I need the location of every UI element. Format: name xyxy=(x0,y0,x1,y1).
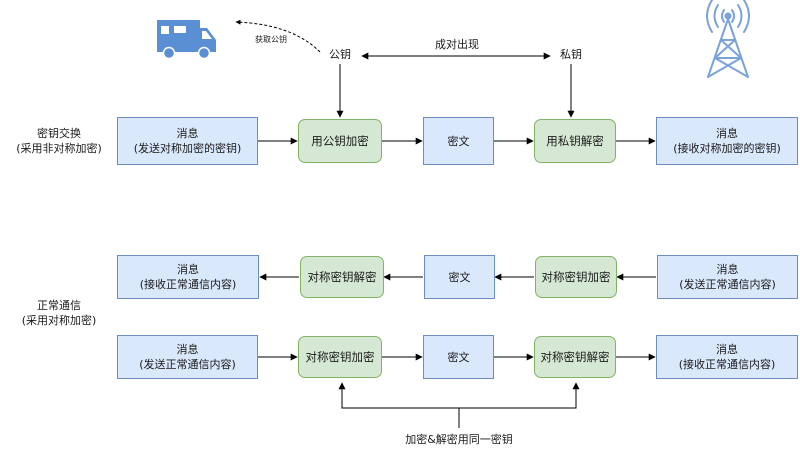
section-title-key-exchange: 密钥交换 (采用非对称加密) xyxy=(0,126,118,156)
node-r2-symmetric-encrypt-label: 对称密钥加密 xyxy=(305,349,375,364)
node-r1-symmetric-decrypt: 对称密钥解密 xyxy=(300,256,384,298)
node-r1-receive-message-line2: (接收正常通信内容) xyxy=(139,278,237,291)
node-r2-receive-message: 消息 (接收正常通信内容) xyxy=(656,335,798,379)
node-r1-send-message: 消息 (发送正常通信内容) xyxy=(657,255,798,299)
node-send-symmetric-key-message-line2: (发送对称加密的密钥) xyxy=(133,142,242,155)
node-r1-send-message-line2: (发送正常通信内容) xyxy=(679,278,776,291)
node-r1-receive-message: 消息 (接收正常通信内容) xyxy=(117,255,259,299)
node-decrypt-with-private-key: 用私钥解密 xyxy=(534,119,616,163)
radio-tower-icon xyxy=(706,0,750,78)
node-r1-receive-message-line1: 消息 xyxy=(177,263,199,276)
node-ciphertext-exchange-label: 密文 xyxy=(447,134,470,148)
arrow-truck-get-publickey xyxy=(235,19,321,53)
node-r1-ciphertext: 密文 xyxy=(424,255,495,299)
node-ciphertext-exchange: 密文 xyxy=(423,117,494,165)
node-r2-receive-message-line1: 消息 xyxy=(716,343,738,356)
node-r1-ciphertext-label: 密文 xyxy=(448,270,471,284)
section-title-key-exchange-line1: 密钥交换 xyxy=(37,127,81,140)
node-r2-receive-message-line2: (接收正常通信内容) xyxy=(678,358,776,371)
truck-icon xyxy=(157,20,216,60)
public-key-label: 公钥 xyxy=(329,48,351,61)
node-r1-symmetric-encrypt-label: 对称密钥加密 xyxy=(541,269,611,284)
node-send-symmetric-key-message-line1: 消息 xyxy=(176,127,199,140)
node-r2-send-message: 消息 (发送正常通信内容) xyxy=(117,335,258,379)
node-r1-send-message-line1: 消息 xyxy=(716,263,739,276)
node-r2-symmetric-decrypt-label: 对称密钥解密 xyxy=(540,349,610,364)
section-title-key-exchange-line2: (采用非对称加密) xyxy=(16,142,102,155)
node-decrypt-with-private-key-label: 用私钥解密 xyxy=(546,133,604,148)
node-r1-symmetric-decrypt-label: 对称密钥解密 xyxy=(307,269,377,284)
node-encrypt-with-public-key-label: 用公钥加密 xyxy=(311,133,369,148)
node-r1-symmetric-encrypt: 对称密钥加密 xyxy=(535,256,617,298)
node-receive-symmetric-key-message-line2: (接收对称加密的密钥) xyxy=(673,142,781,155)
node-r2-ciphertext-label: 密文 xyxy=(447,350,470,364)
truck-get-key-label: 获取公钥 xyxy=(255,35,287,44)
node-receive-symmetric-key-message-line1: 消息 xyxy=(716,127,738,140)
same-key-label: 加密&解密用同一密钥 xyxy=(405,433,513,446)
node-send-symmetric-key-message: 消息 (发送对称加密的密钥) xyxy=(117,117,258,165)
node-r2-send-message-line1: 消息 xyxy=(176,343,199,356)
section-title-normal-comm: 正常通信 (采用对称加密) xyxy=(0,298,118,328)
private-key-label: 私钥 xyxy=(560,48,582,61)
node-r2-ciphertext: 密文 xyxy=(423,335,494,379)
section-title-normal-comm-line2: (采用对称加密) xyxy=(21,314,97,327)
section-title-normal-comm-line1: 正常通信 xyxy=(37,299,81,312)
node-r2-symmetric-decrypt: 对称密钥解密 xyxy=(534,336,616,378)
bracket-same-key xyxy=(338,382,580,409)
node-r2-send-message-line2: (发送正常通信内容) xyxy=(139,358,236,371)
node-receive-symmetric-key-message: 消息 (接收对称加密的密钥) xyxy=(656,117,798,165)
node-r2-symmetric-encrypt: 对称密钥加密 xyxy=(298,336,382,378)
node-encrypt-with-public-key: 用公钥加密 xyxy=(298,119,382,163)
key-pair-label: 成对出现 xyxy=(435,38,479,51)
